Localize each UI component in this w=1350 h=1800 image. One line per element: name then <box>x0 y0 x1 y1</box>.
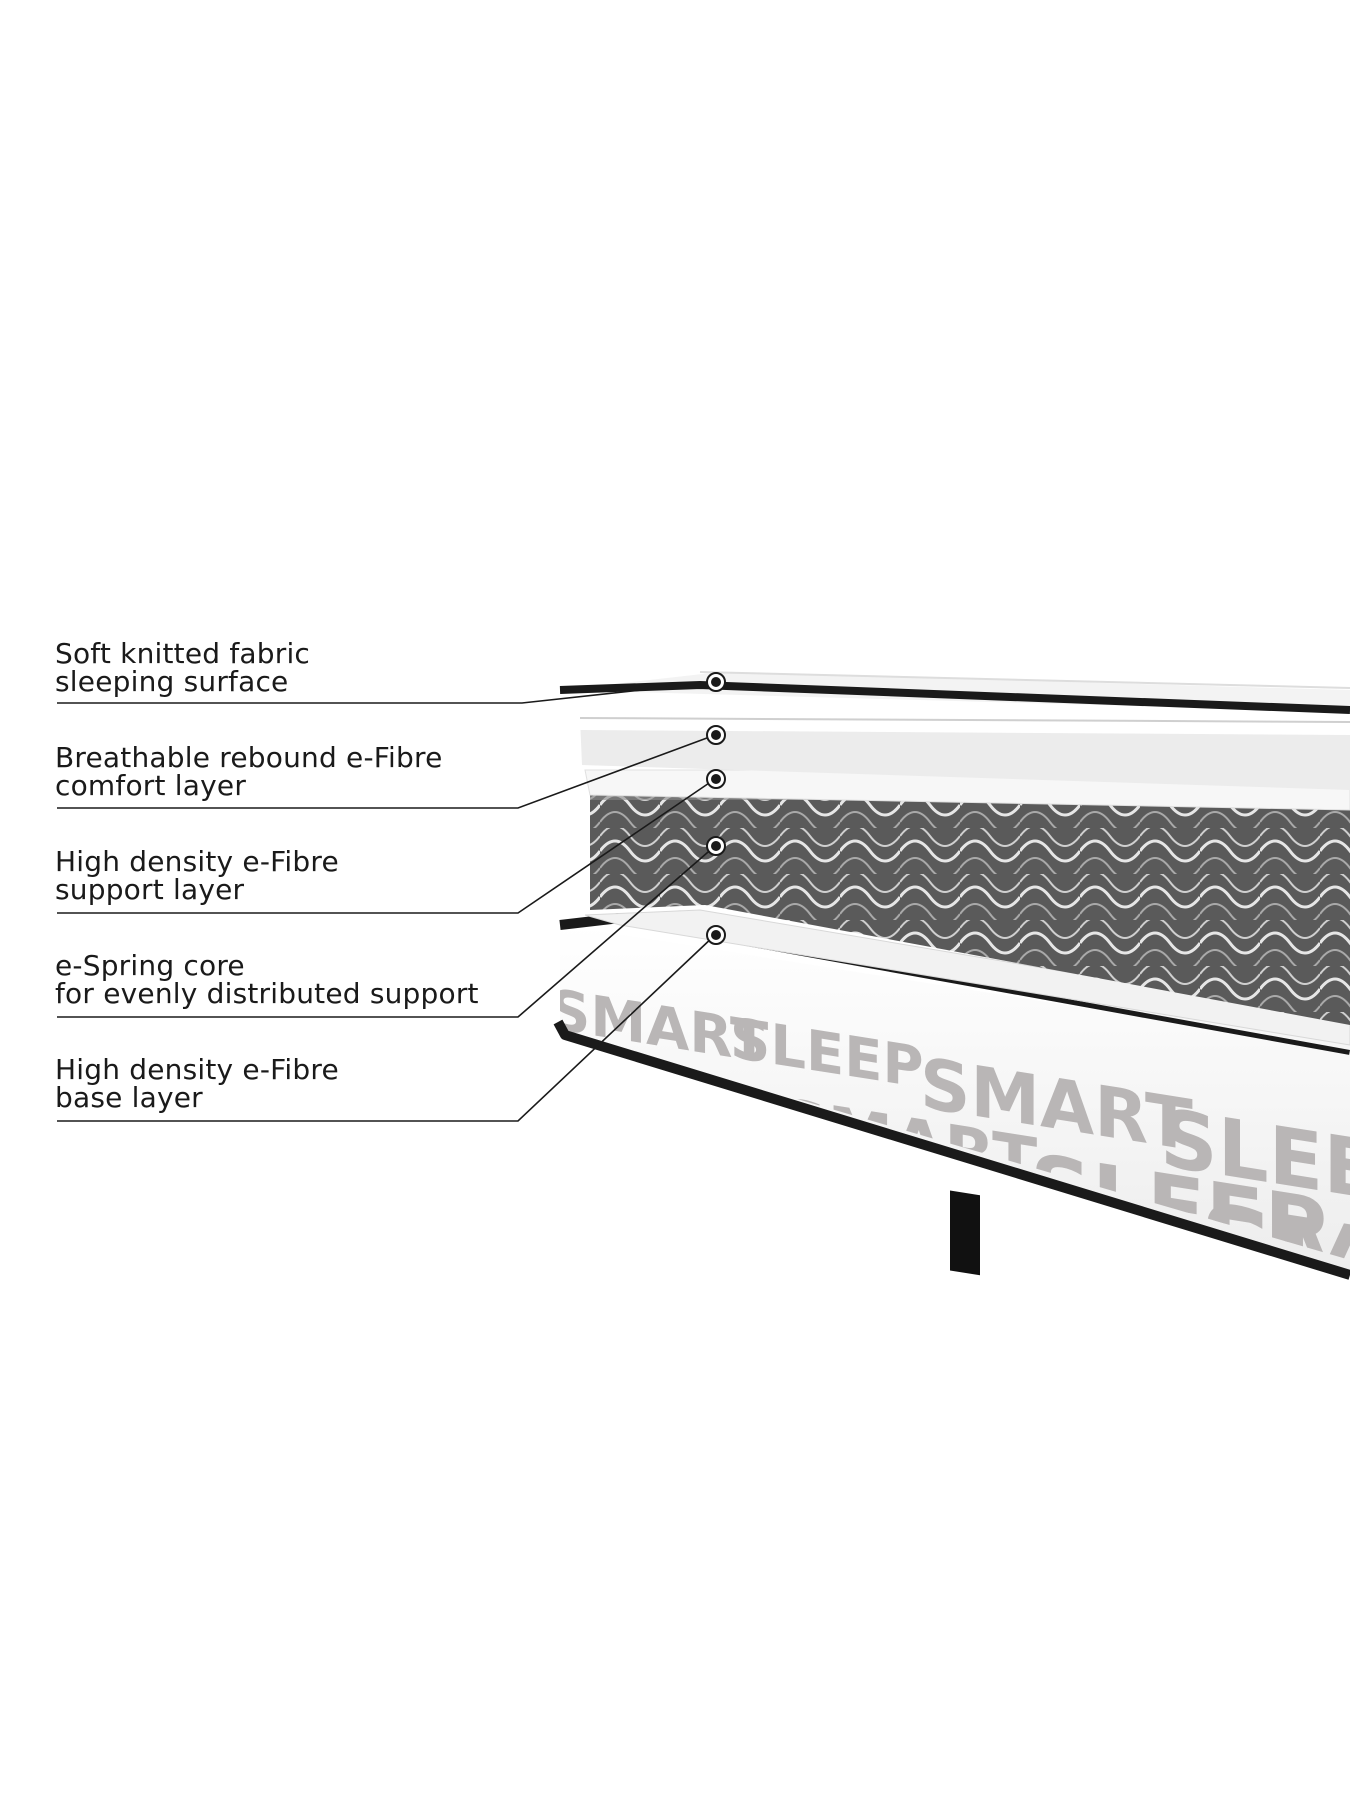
top-fabric-layer <box>559 671 1350 714</box>
callout-label-surface: Soft knitted fabric sleeping surface <box>55 640 310 696</box>
callout-line: Soft knitted fabric <box>55 637 311 670</box>
leader-line-spring <box>57 845 716 1018</box>
callout-label-support: High density e-Fibre support layer <box>55 848 339 904</box>
callout-line: e-Spring core <box>55 949 245 982</box>
callout-markers <box>706 672 726 945</box>
callout-line: comfort layer <box>55 769 247 802</box>
callout-line: sleeping surface <box>55 665 289 698</box>
callout-line: Breathable rebound e-Fibre <box>55 741 443 774</box>
leader-line-comfort <box>57 734 716 809</box>
callout-line: for evenly distributed support <box>55 977 479 1010</box>
callout-label-comfort: Breathable rebound e-Fibre comfort layer <box>55 744 443 800</box>
callout-line: support layer <box>55 873 245 906</box>
brand-tag <box>950 1190 980 1276</box>
spring-core <box>590 790 1350 1025</box>
leader-line-surface <box>57 681 716 704</box>
leader-line-support <box>57 778 716 914</box>
marker-dot <box>706 725 726 745</box>
marker-dot <box>706 672 726 692</box>
callout-line: High density e-Fibre <box>55 845 339 878</box>
callout-line: High density e-Fibre <box>55 1053 339 1086</box>
base-fibre-layer <box>584 909 1350 1046</box>
marker-dot <box>706 925 726 945</box>
leader-line-base <box>57 934 716 1122</box>
marker-dot <box>706 836 726 856</box>
callout-line: base layer <box>55 1081 203 1114</box>
comfort-fibre-layer <box>580 718 1350 790</box>
callout-leaders <box>57 681 716 1122</box>
marker-dot <box>706 769 726 789</box>
callout-label-base: High density e-Fibre base layer <box>55 1056 339 1112</box>
callout-label-spring: e-Spring core for evenly distributed sup… <box>55 952 479 1008</box>
